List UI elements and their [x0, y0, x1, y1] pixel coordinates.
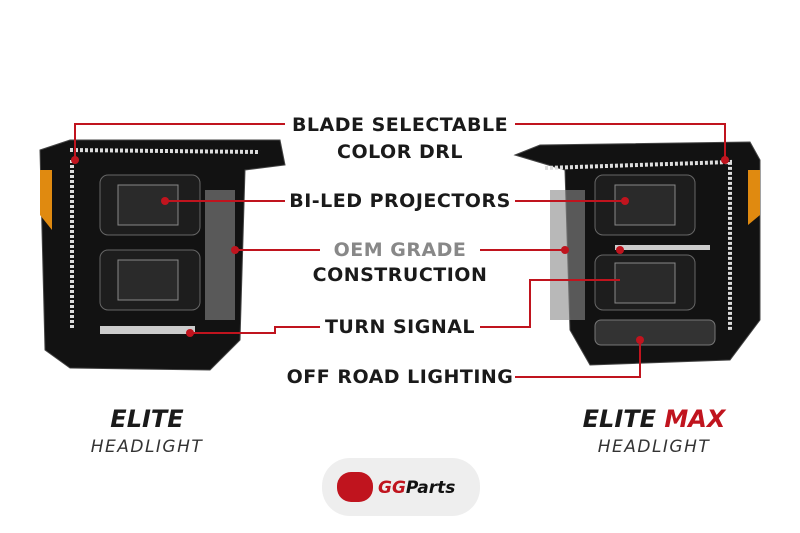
callout-lines: [74, 123, 726, 378]
watermark-text: GGParts: [378, 478, 455, 498]
callout-dots: [71, 156, 729, 344]
watermark-brand-a: GG: [378, 478, 406, 498]
left-product-sub: HEADLIGHT: [90, 437, 204, 457]
left-product-name: ELITE: [110, 405, 184, 433]
callout-oem-2: CONSTRUCTION: [312, 264, 488, 286]
right-headlight: [513, 141, 761, 366]
watermark-logo-icon: [337, 472, 373, 502]
right-product-name-accent: MAX: [664, 405, 726, 433]
callout-turn: TURN SIGNAL: [324, 316, 476, 338]
right-product-name: ELITE MAX: [554, 405, 754, 433]
callout-blade-2: COLOR DRL: [337, 141, 463, 163]
callout-oem: OEM GRADE: [333, 239, 467, 261]
right-product-name-main: ELITE: [582, 405, 657, 433]
callout-projectors: BI-LED PROJECTORS: [289, 190, 511, 212]
callout-blade: BLADE SELECTABLE: [291, 114, 509, 136]
right-product-sub: HEADLIGHT: [597, 437, 711, 457]
callout-offroad: OFF ROAD LIGHTING: [286, 366, 514, 388]
left-headlight: [39, 139, 286, 371]
watermark-brand-b: Parts: [405, 478, 456, 498]
